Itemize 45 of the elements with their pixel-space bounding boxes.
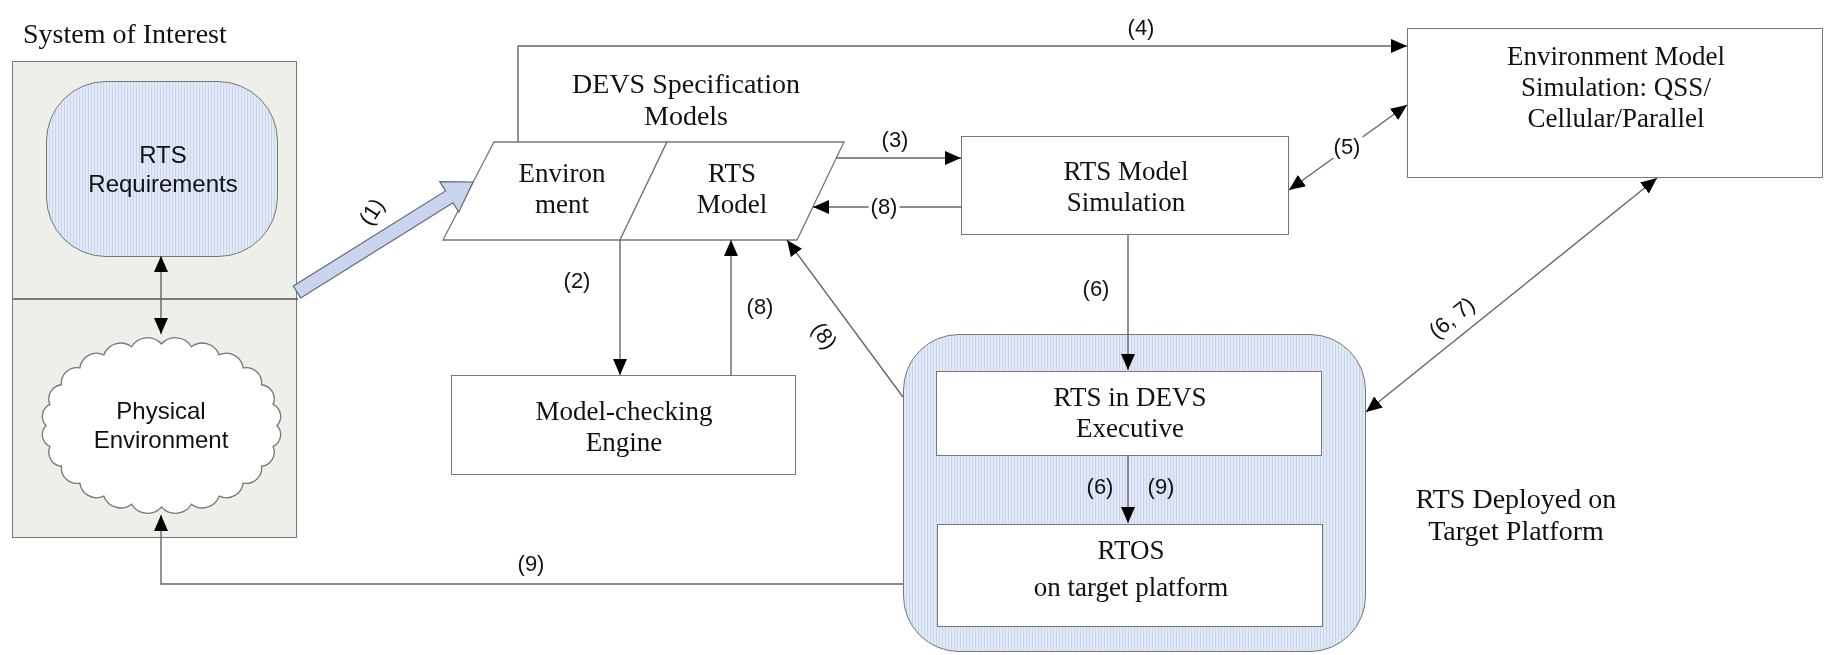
parallelogram-section — [620, 142, 844, 240]
edge-label: (1) — [354, 193, 390, 231]
parallelogram-section — [443, 142, 667, 240]
arrow — [1121, 234, 1135, 371]
label-text: RTS Model Simulation — [1062, 156, 1190, 219]
edge-label: (8) — [745, 296, 775, 318]
process-box — [1407, 28, 1823, 178]
label-text: on target platform — [1032, 572, 1230, 604]
label-text: RTS in DEVS Executive — [1052, 382, 1208, 445]
arrow — [154, 255, 168, 335]
arrow — [1365, 177, 1658, 413]
arrow — [154, 514, 904, 585]
edge-label: (2) — [562, 270, 592, 292]
label-text: Environment Model Simulation: QSS/ Cellular/Parallel — [1505, 41, 1727, 135]
heading-text: System of Interest — [23, 18, 228, 51]
block-arrow — [292, 180, 474, 299]
edge-label: (3) — [880, 129, 910, 151]
step-label: (9) — [1146, 476, 1176, 498]
label-text: RTS Requirements — [87, 141, 239, 199]
label-text: RTS Model — [695, 158, 769, 221]
label-text: Physical Environment — [92, 397, 230, 455]
process-box — [936, 371, 1322, 456]
arrow — [1121, 454, 1135, 524]
edge-label: (5) — [1331, 136, 1363, 158]
arrow — [724, 239, 738, 376]
edge-label: (4) — [1126, 17, 1156, 39]
arrow — [613, 239, 627, 376]
label-text: Model-checking Engine — [534, 396, 714, 459]
label-text: RTOS — [1096, 535, 1166, 567]
edge-label: (8) — [806, 317, 842, 355]
edge-label: (6) — [1081, 278, 1111, 300]
arrow — [835, 151, 962, 165]
rounded-box — [46, 81, 278, 257]
process-box — [937, 524, 1323, 627]
process-box — [451, 375, 796, 475]
edge-label: (6, 7) — [1423, 292, 1481, 344]
heading-text: RTS Deployed on Target Platform — [1414, 483, 1618, 548]
process-box — [961, 136, 1289, 235]
edge-label: (6) — [1085, 476, 1115, 498]
edge-label: (8) — [868, 196, 900, 218]
arrow — [517, 39, 1408, 143]
label-text: Environ ment — [517, 158, 607, 221]
heading-text: DEVS Specification Models — [571, 68, 801, 133]
arrow — [786, 239, 904, 398]
edge-label: (9) — [516, 553, 546, 575]
